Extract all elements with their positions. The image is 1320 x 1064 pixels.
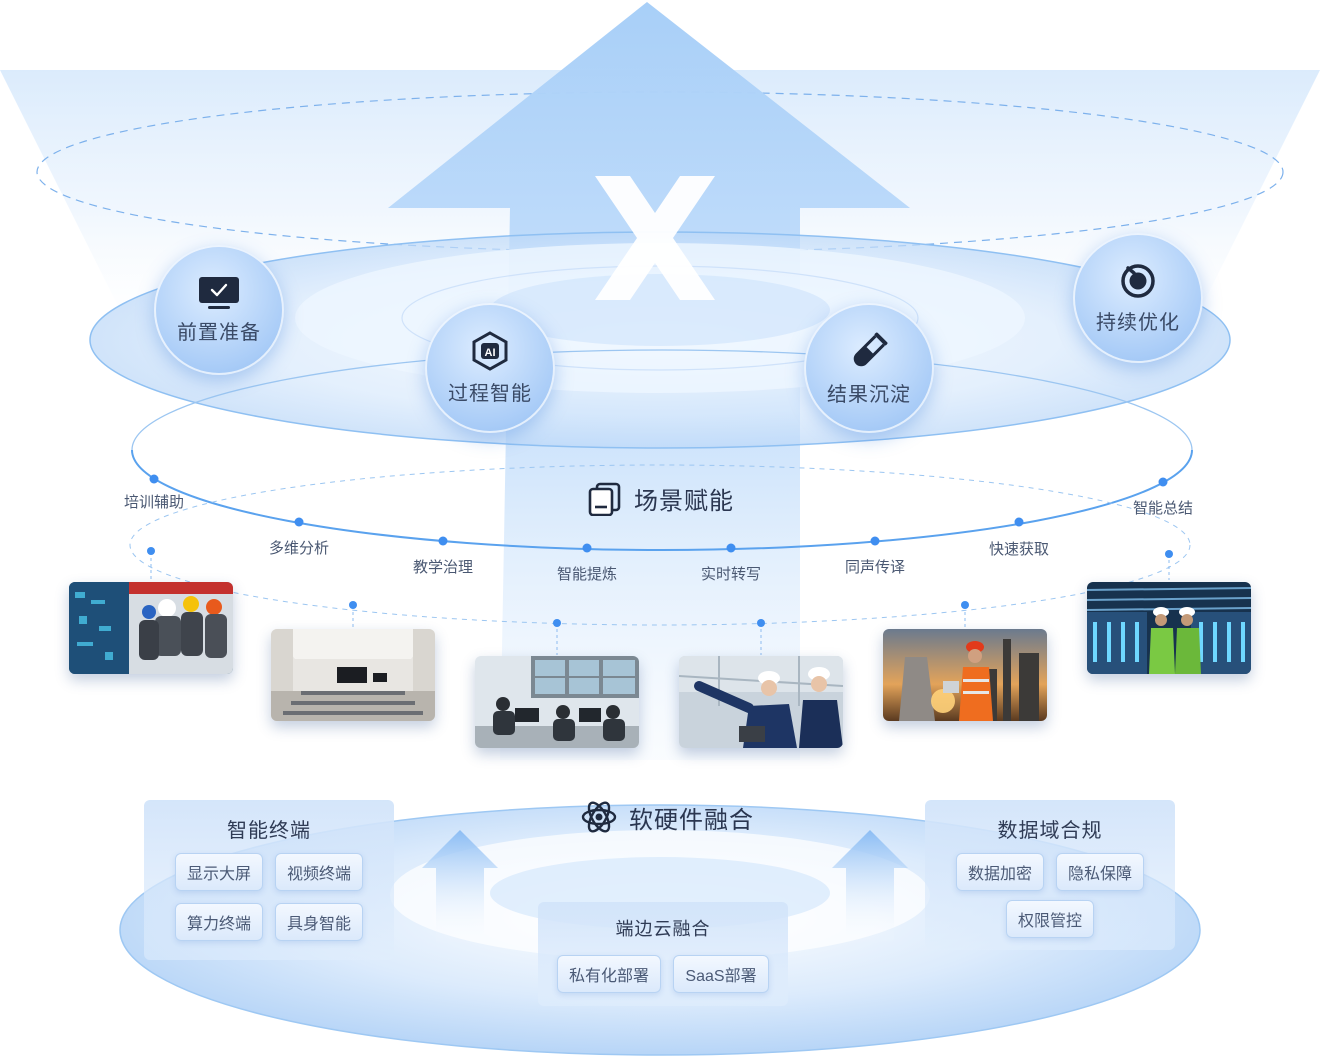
pillar-label: 过程智能 [448,382,532,405]
pillar-label: 持续优化 [1096,311,1180,334]
panel-title: 端边云融合 [615,919,711,939]
photo-monitoring-center [475,656,639,748]
monitor-check-icon [199,276,239,309]
stack-layers-icon [588,482,621,516]
scene-label: 快速获取 [988,541,1050,558]
chip-access-control: 权限管控 [1006,900,1094,938]
smart-terminal-panel: 智能终端 显示大屏 视频终端 算力终端 具身智能 [144,800,394,960]
chip-private-deployment: 私有化部署 [557,955,661,993]
fusion-title: 软硬件融合 [581,797,754,837]
scene-label: 教学治理 [412,559,474,576]
scene-label: 多维分析 [268,540,330,557]
test-tube-icon [853,332,888,366]
top-dashed-orbit [36,91,1284,253]
fusion-title-text: 软硬件融合 [629,806,754,834]
scene-label: 智能总结 [1132,500,1194,517]
photo-factory-engineers [679,656,843,748]
chip-video-terminal: 视频终端 [275,853,363,891]
pillar-label: 结果沉淀 [827,383,911,406]
scene-label: 培训辅助 [123,494,185,511]
pillar-label: 前置准备 [177,321,261,344]
pillar-continuous-optimization: 持续优化 [1073,233,1203,363]
scene-label-dots [149,474,1168,553]
photo-data-center-workers [1087,582,1251,674]
scene-title-text: 场景赋能 [634,488,734,515]
scene-label: 实时转写 [700,566,762,583]
scene-label: 智能提炼 [556,566,618,583]
ai-chip-icon: AI [472,330,508,371]
photo-orbit [129,464,1191,626]
chip-embodied-ai: 具身智能 [275,903,363,941]
atom-icon [581,801,617,833]
chip-compute-terminal: 算力终端 [175,903,263,941]
right-small-arrow [832,830,908,945]
data-compliance-panel: 数据域合规 数据加密 隐私保障 权限管控 [925,800,1175,950]
scene-title: 场景赋能 [588,481,734,516]
photo-anchor-dots [147,547,1173,627]
chip-data-encryption: 数据加密 [956,853,1044,891]
chip-saas-deployment: SaaS部署 [673,955,769,993]
chip-privacy-protection: 隐私保障 [1056,853,1144,891]
chip-display-screen: 显示大屏 [175,853,263,891]
edge-cloud-panel: 端边云融合 私有化部署 SaaS部署 [538,902,788,1006]
panel-title: 数据域合规 [997,820,1103,842]
panel-title: 智能终端 [227,820,311,842]
photo-power-plant-worker [883,629,1047,721]
photo-meeting-room [271,629,435,721]
x-logo [595,176,715,300]
pillar-process-intelligence: AI 过程智能 [425,303,555,433]
svg-text:AI: AI [485,347,496,359]
pillar-result-accumulation: 结果沉淀 [804,303,934,433]
left-small-arrow [422,830,498,945]
cycle-icon [1121,263,1155,298]
pillar-preparation: 前置准备 [154,245,284,375]
scene-label: 同声传译 [844,559,906,576]
photo-control-room-workers [69,582,233,674]
